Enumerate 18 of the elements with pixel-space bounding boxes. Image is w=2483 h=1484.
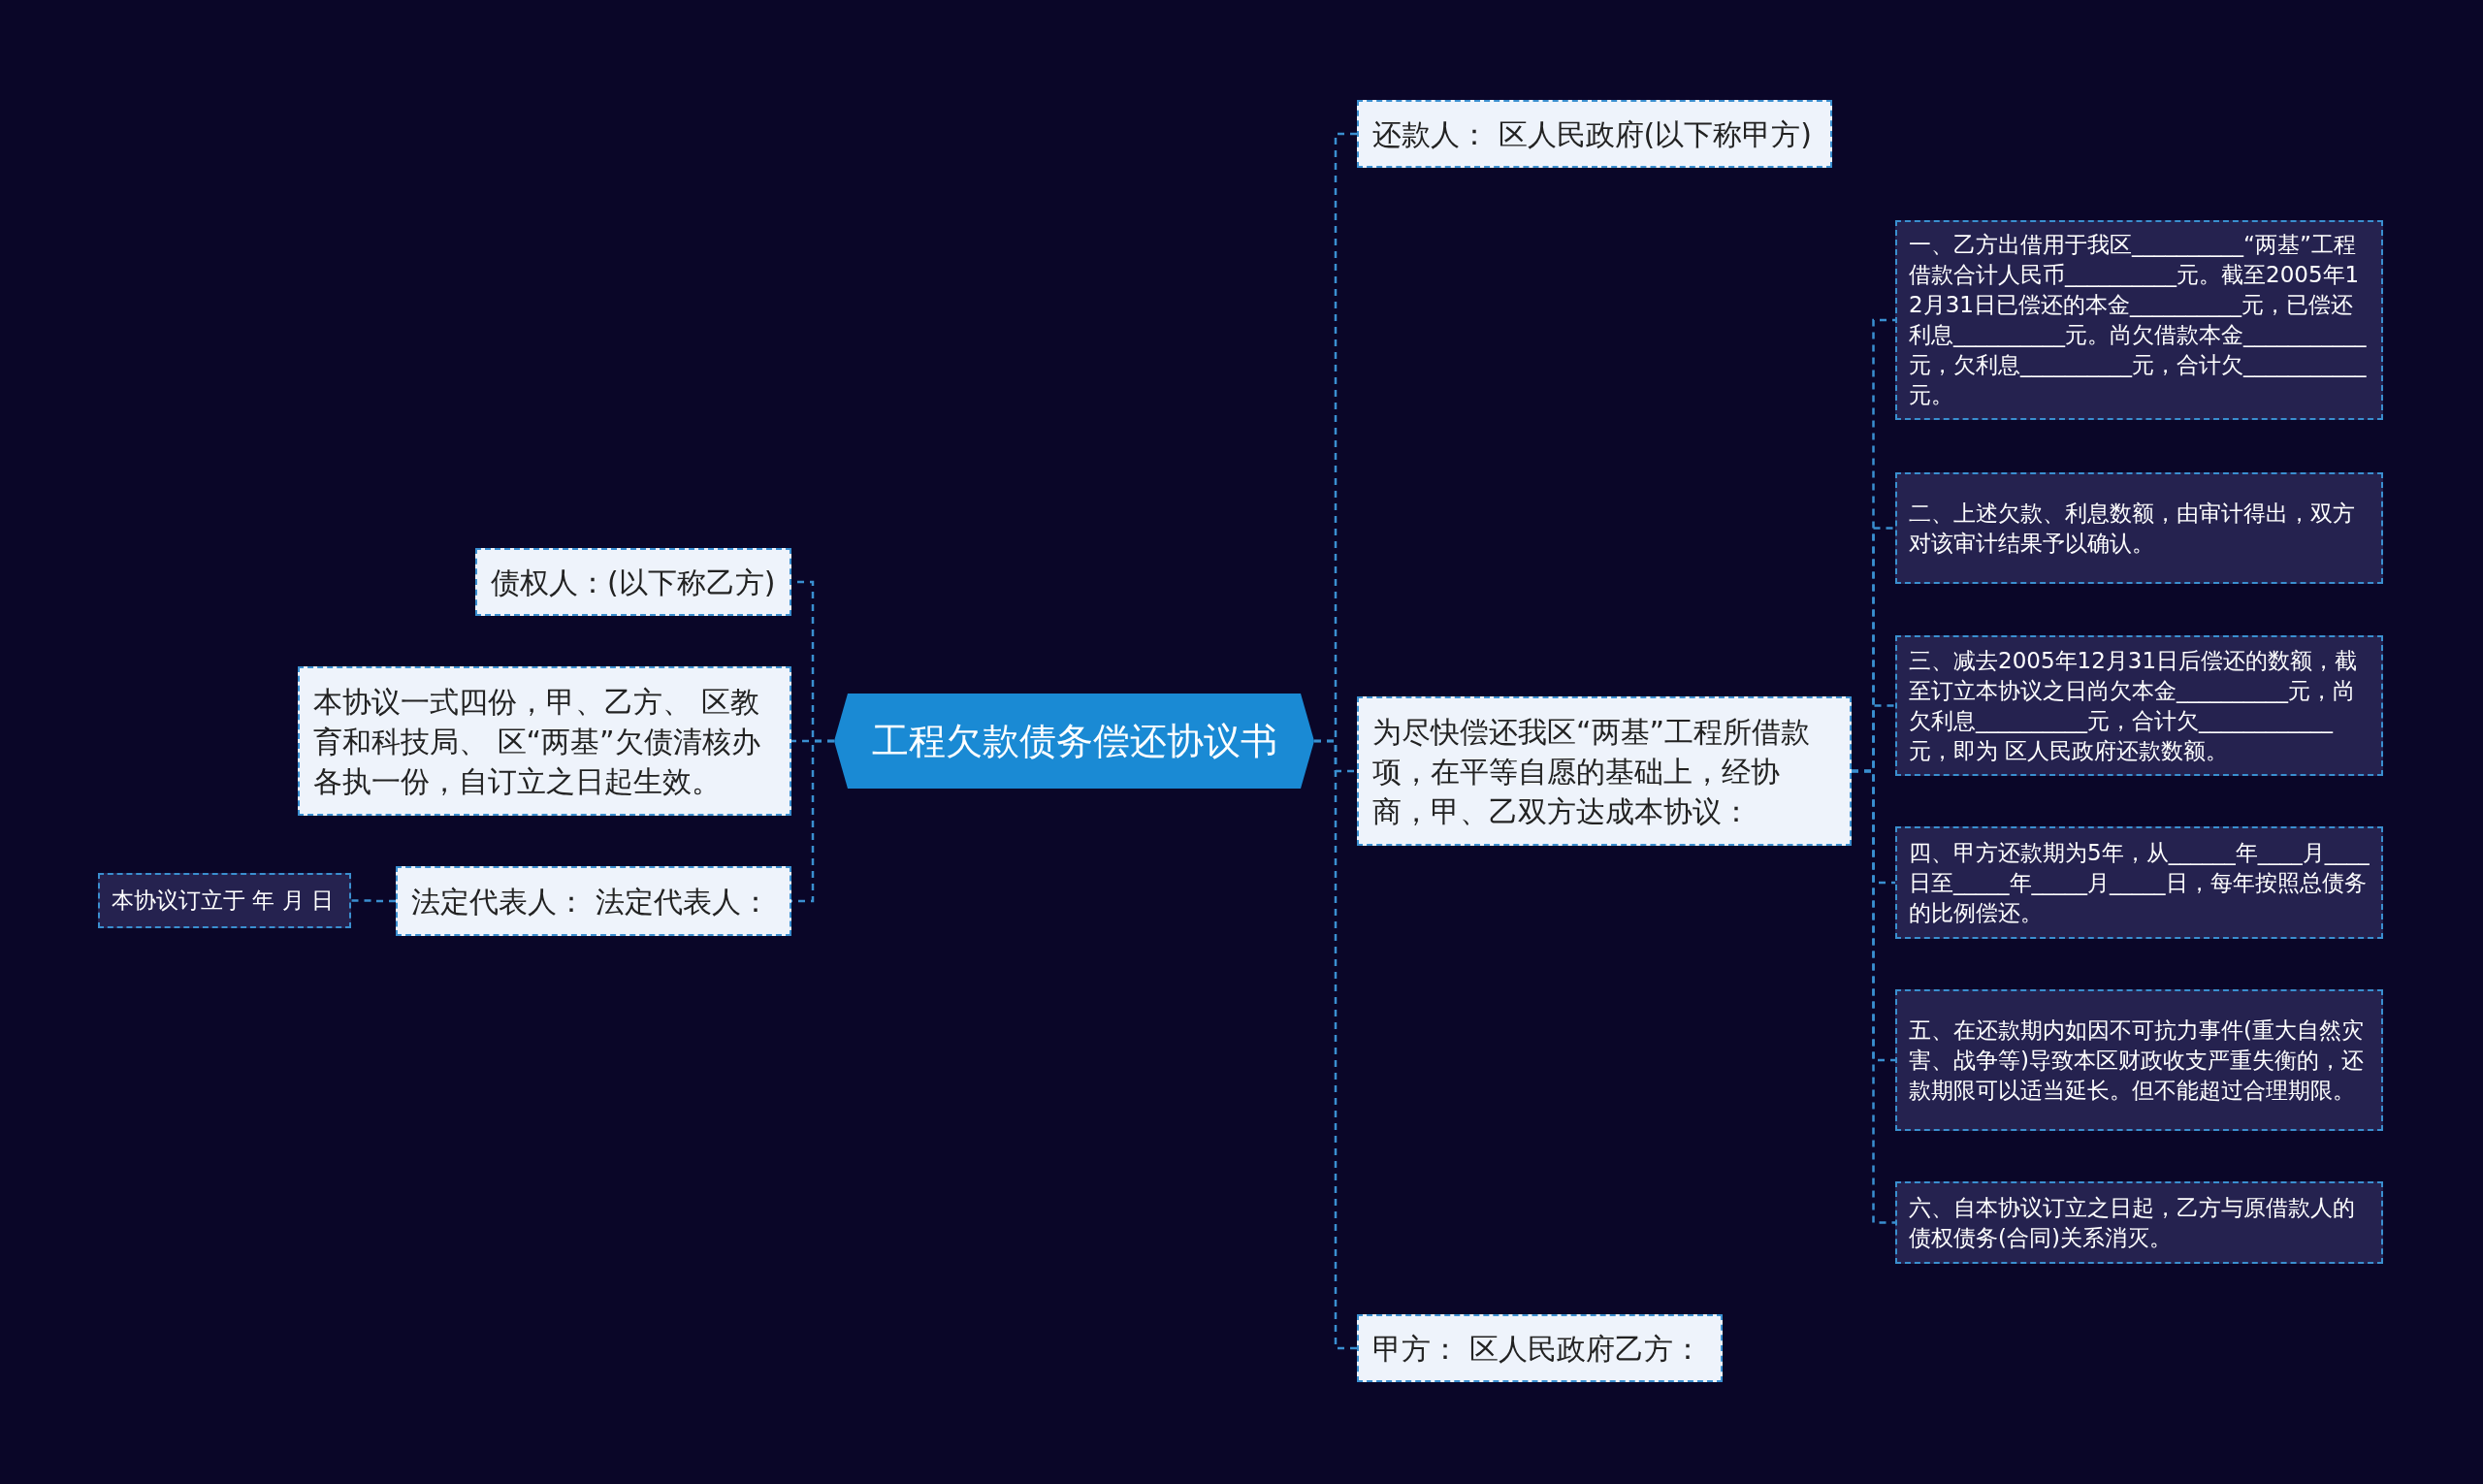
topic-box: 还款人： 区人民政府(以下称甲方) [1357, 100, 1832, 168]
topic-box: 债权人：(以下称乙方) [475, 548, 791, 616]
detail-box: 六、自本协议订立之日起，乙方与原借款人的债权债务(合同)关系消灭。 [1895, 1181, 2383, 1264]
connector-line [1314, 739, 1357, 1350]
detail-box: 二、上述欠款、利息数额，由审计得出，双方对该审计结果予以确认。 [1895, 472, 2383, 584]
detail-box: 一、乙方出借用于我区__________“两基”工程借款合计人民币__________元。截至2005年12月31日已偿还的本金__________元，已偿还利息__________元。尚欠借款本金___________元，欠利息__________元，合计欠___________元。 [1895, 220, 2383, 420]
central-topic: 工程欠款债务偿还协议书 [834, 694, 1314, 789]
detail-box: 四、甲方还款期为5年，从______年____月____日至_____年_____月_____日，每年按照总债务的比例偿还。 [1895, 826, 2383, 939]
detail-box: 本协议订立于 年 月 日 [98, 873, 351, 928]
connector-line [791, 739, 834, 903]
topic-box: 甲方： 区人民政府乙方： [1357, 1314, 1723, 1382]
topic-box: 法定代表人： 法定代表人： [396, 866, 791, 936]
connector-line [1852, 769, 1895, 1224]
topic-box: 为尽快偿还我区“两基”工程所借款项，在平等自愿的基础上，经协商，甲、乙双方达成本协议： [1357, 696, 1852, 846]
detail-box: 三、减去2005年12月31日后偿还的数额，截至订立本协议之日尚欠本金__________元，尚欠利息__________元，合计欠____________元，即为 区人民政府还款数额。 [1895, 635, 2383, 776]
detail-box: 五、在还款期内如因不可抗力事件(重大自然灾害、战争等)导致本区财政收支严重失衡的，还款期限可以适当延长。但不能超过合理期限。 [1895, 989, 2383, 1131]
connector-line [351, 899, 396, 903]
topic-box: 本协议一式四份，甲、乙方、 区教育和科技局、 区“两基”欠债清核办各执一份，自订立之日起生效。 [298, 666, 791, 816]
